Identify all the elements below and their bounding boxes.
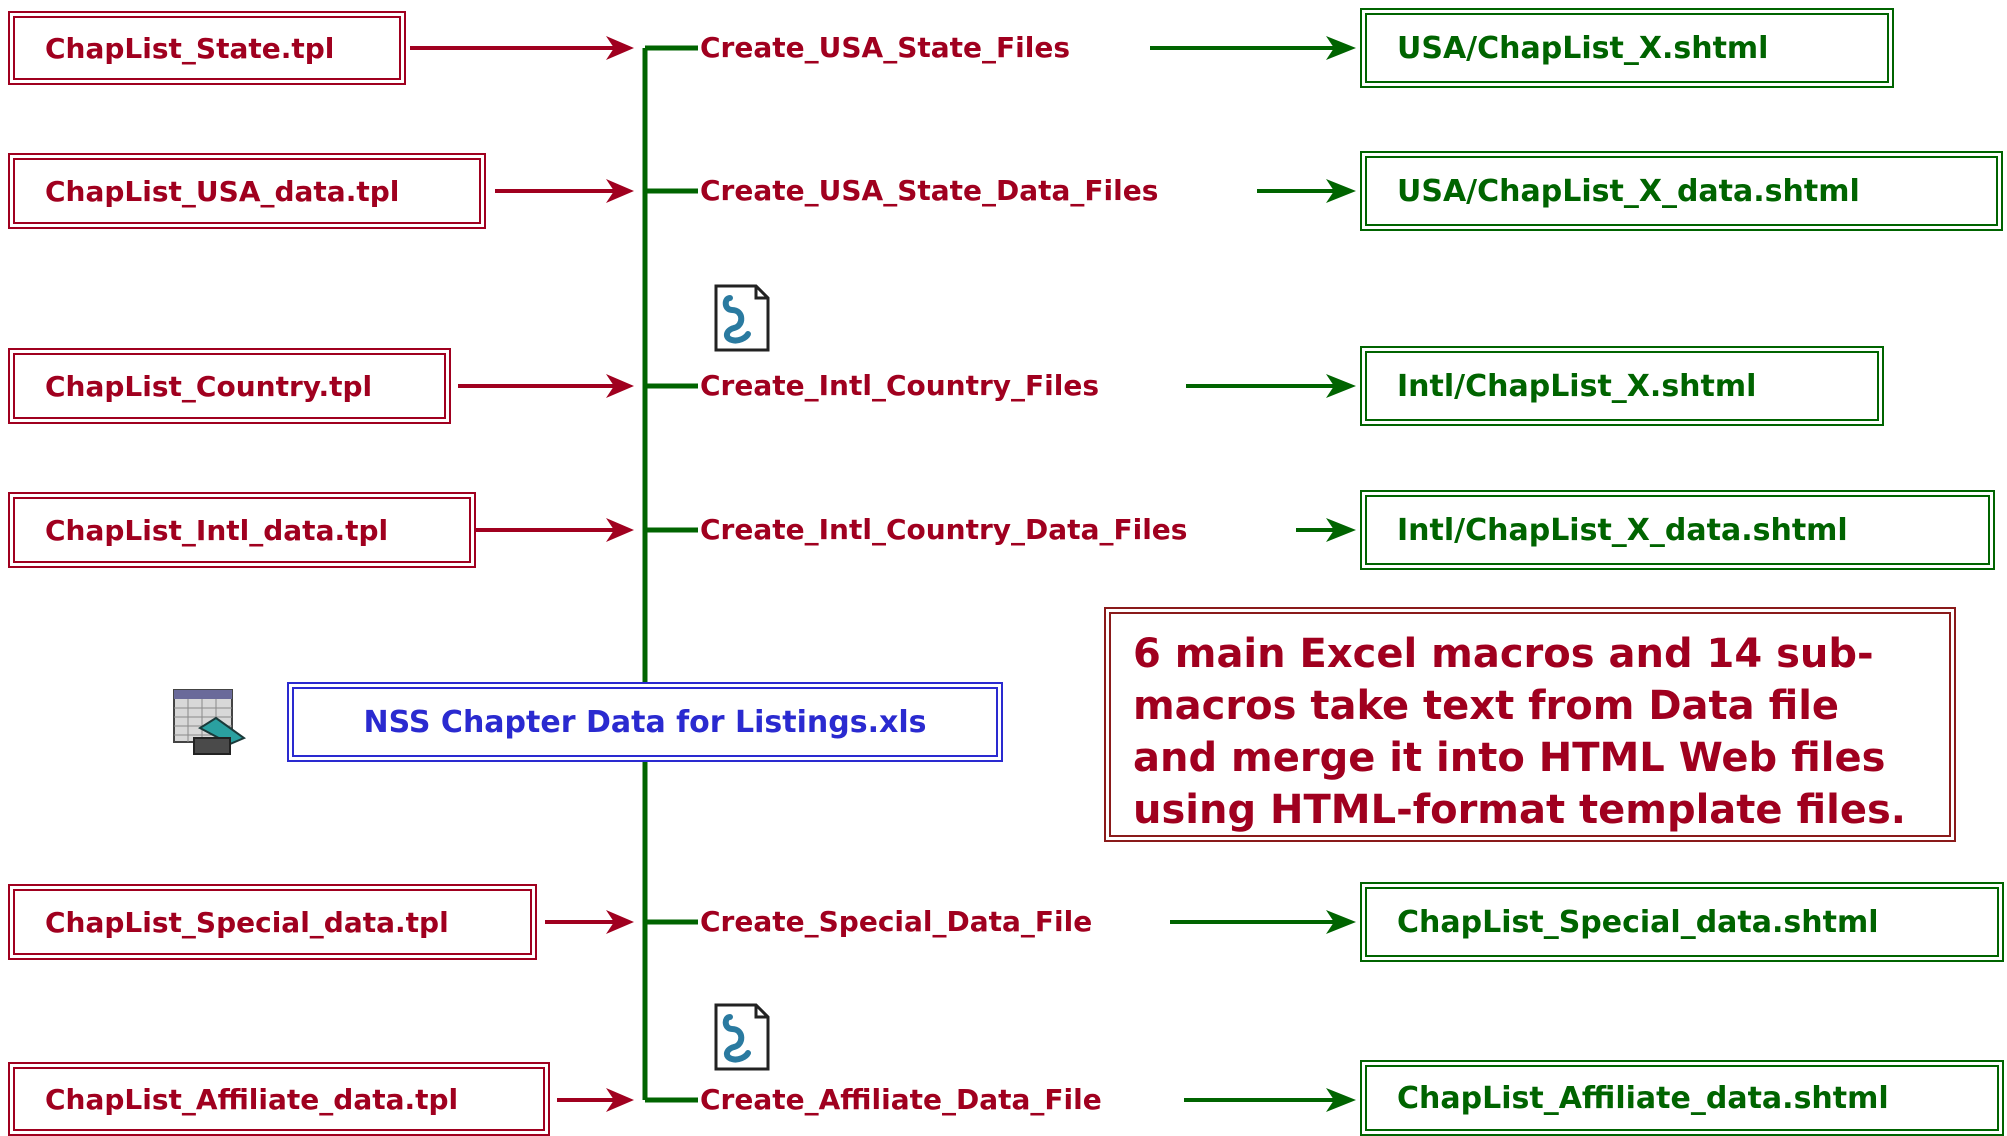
macro-label-usa-state-data-files: Create_USA_State_Data_Files: [698, 174, 1161, 207]
template-box-usa-data: ChapList_USA_data.tpl: [8, 153, 486, 229]
output-arrowhead: [1326, 36, 1356, 60]
output-label: USA/ChapList_X_data.shtml: [1397, 173, 1860, 209]
output-box-usa-chaplist: USA/ChapList_X.shtml: [1360, 8, 1894, 88]
input-arrowhead: [606, 374, 634, 398]
template-label: ChapList_State.tpl: [45, 31, 335, 65]
input-arrowhead: [606, 910, 634, 934]
input-arrowhead: [606, 179, 634, 203]
output-label: Intl/ChapList_X_data.shtml: [1397, 512, 1848, 548]
template-label: ChapList_Intl_data.tpl: [45, 513, 389, 547]
macro-label-intl-country-files: Create_Intl_Country_Files: [698, 369, 1102, 402]
connectors: [410, 36, 1356, 1112]
output-box-affiliate-data: ChapList_Affiliate_data.shtml: [1360, 1060, 2004, 1136]
explanation-note-text: 6 main Excel macros and 14 sub-macros ta…: [1133, 631, 1906, 833]
template-label: ChapList_Special_data.tpl: [45, 905, 449, 939]
output-label: ChapList_Affiliate_data.shtml: [1397, 1080, 1889, 1116]
output-label: USA/ChapList_X.shtml: [1397, 30, 1769, 66]
output-arrowhead: [1326, 518, 1356, 542]
macro-label-affiliate-data-file: Create_Affiliate_Data_File: [698, 1083, 1104, 1116]
output-box-usa-chaplist-data: USA/ChapList_X_data.shtml: [1360, 151, 2003, 231]
excel-spreadsheet-icon: [172, 688, 248, 760]
input-arrowhead: [606, 1088, 634, 1112]
output-arrowhead: [1326, 179, 1356, 203]
output-label: Intl/ChapList_X.shtml: [1397, 368, 1757, 404]
template-box-special-data: ChapList_Special_data.tpl: [8, 884, 537, 960]
output-label: ChapList_Special_data.shtml: [1397, 904, 1879, 940]
macro-label-special-data-file: Create_Special_Data_File: [698, 905, 1095, 938]
script-scroll-icon: [710, 282, 772, 354]
input-arrowhead: [606, 518, 634, 542]
output-arrowhead: [1326, 1088, 1356, 1112]
output-box-special-data: ChapList_Special_data.shtml: [1360, 882, 2004, 962]
template-box-intl-data: ChapList_Intl_data.tpl: [8, 492, 476, 568]
input-arrowhead: [606, 36, 634, 60]
macro-label-usa-state-files: Create_USA_State_Files: [698, 31, 1072, 64]
template-label: ChapList_Country.tpl: [45, 369, 373, 403]
output-box-intl-chaplist-data: Intl/ChapList_X_data.shtml: [1360, 490, 1995, 570]
template-box-affiliate-data: ChapList_Affiliate_data.tpl: [8, 1062, 550, 1136]
output-arrowhead: [1326, 910, 1356, 934]
template-label: ChapList_Affiliate_data.tpl: [45, 1082, 459, 1116]
source-data-file-box: NSS Chapter Data for Listings.xls: [287, 682, 1003, 762]
output-arrowhead: [1326, 374, 1356, 398]
template-box-state: ChapList_State.tpl: [8, 11, 406, 85]
template-label: ChapList_USA_data.tpl: [45, 174, 400, 208]
explanation-note: 6 main Excel macros and 14 sub-macros ta…: [1104, 607, 1956, 842]
output-box-intl-chaplist: Intl/ChapList_X.shtml: [1360, 346, 1884, 426]
template-box-country: ChapList_Country.tpl: [8, 348, 451, 424]
macro-label-intl-country-data-files: Create_Intl_Country_Data_Files: [698, 513, 1190, 546]
script-scroll-icon: [710, 1001, 772, 1073]
source-data-file-label: NSS Chapter Data for Listings.xls: [363, 704, 927, 740]
